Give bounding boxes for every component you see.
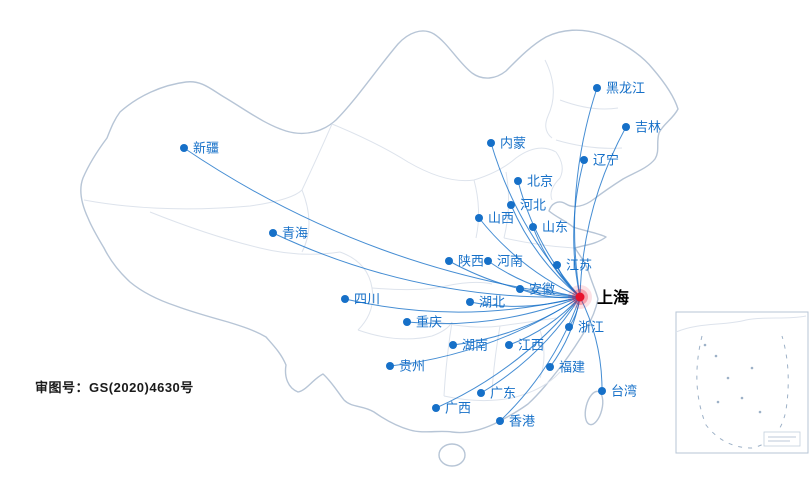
- flight-line: [579, 126, 627, 298]
- flight-line: [574, 87, 598, 298]
- shanghai-dot: [575, 292, 585, 302]
- province-label: 湖南: [462, 338, 488, 353]
- province-label: 青海: [282, 226, 308, 241]
- province-label: 吉林: [635, 120, 661, 135]
- province-dot: [553, 261, 561, 269]
- mainland-shape: [80, 29, 679, 434]
- province-label: 浙江: [578, 320, 604, 335]
- province-dot: [432, 404, 440, 412]
- province-label: 台湾: [611, 384, 637, 399]
- flight-line: [389, 296, 581, 367]
- province-dot: [487, 139, 495, 147]
- flight-line: [480, 296, 581, 394]
- province-dot: [445, 257, 453, 265]
- map-audit-number: 审图号：GS(2020)4630号: [35, 380, 194, 395]
- inset-frame: [675, 311, 809, 454]
- province-dot: [565, 323, 573, 331]
- province-labels: 黑龙江吉林辽宁 内蒙北京河北山西山东 新疆青海陕西河南 江苏安徽四川 湖北重庆 浙江湖南 江…: [193, 81, 661, 429]
- flight-line: [435, 296, 581, 409]
- province-dot: [484, 257, 492, 265]
- province-dot: [496, 417, 504, 425]
- province-label: 广西: [445, 401, 471, 416]
- province-dot: [475, 214, 483, 222]
- flight-line: [510, 204, 581, 298]
- china-outline: [80, 29, 679, 467]
- province-label: 河北: [520, 198, 546, 213]
- province-label: 香港: [509, 414, 535, 429]
- province-label: 安徽: [529, 282, 555, 297]
- province-dot: [516, 285, 524, 293]
- province-dot: [514, 177, 522, 185]
- province-dot: [466, 298, 474, 306]
- province-label: 山西: [488, 211, 514, 226]
- shanghai-marker: 上海: [568, 285, 629, 309]
- flight-line: [508, 296, 581, 346]
- flight-line: [478, 217, 581, 298]
- nine-dash-line: [696, 335, 789, 449]
- province-label: 内蒙: [500, 136, 526, 151]
- taiwan-island: [584, 390, 604, 426]
- flight-line: [406, 296, 581, 325]
- province-label: 辽宁: [593, 153, 619, 168]
- flight-line: [517, 180, 581, 298]
- province-label: 四川: [354, 292, 380, 307]
- province-dot: [580, 156, 588, 164]
- province-dot: [507, 201, 515, 209]
- flight-line: [579, 296, 603, 392]
- province-dot: [598, 387, 606, 395]
- province-label: 湖北: [479, 295, 505, 310]
- province-dot: [529, 223, 537, 231]
- province-dot: [622, 123, 630, 131]
- flight-lines: [183, 87, 627, 422]
- flight-line: [519, 288, 581, 299]
- province-label: 北京: [527, 174, 553, 189]
- province-label: 新疆: [193, 141, 219, 156]
- province-dots: [180, 84, 630, 425]
- province-dot: [546, 363, 554, 371]
- province-dot: [386, 362, 394, 370]
- province-dot: [403, 318, 411, 326]
- province-dot: [505, 341, 513, 349]
- hainan-island: [438, 443, 466, 467]
- province-dot: [269, 229, 277, 237]
- province-label: 江西: [518, 338, 544, 353]
- province-label: 福建: [559, 360, 585, 375]
- flight-line: [469, 296, 581, 307]
- province-label: 贵州: [399, 359, 425, 374]
- flight-line: [573, 159, 585, 298]
- flight-line: [549, 296, 581, 368]
- flight-line: [487, 260, 581, 298]
- province-label: 黑龙江: [606, 81, 645, 96]
- shanghai-label: 上海: [597, 288, 629, 307]
- inset-scale: [763, 431, 801, 447]
- south-china-sea-inset: [675, 311, 809, 454]
- province-label: 陕西: [458, 254, 484, 269]
- province-dot: [341, 295, 349, 303]
- province-label: 江苏: [566, 258, 592, 273]
- province-label: 重庆: [416, 315, 442, 330]
- flight-line: [448, 260, 581, 298]
- province-label: 山东: [542, 220, 568, 235]
- flight-line: [272, 232, 581, 298]
- province-dot: [593, 84, 601, 92]
- province-dot: [449, 341, 457, 349]
- flight-line: [499, 296, 581, 422]
- province-dot: [477, 389, 485, 397]
- province-label: 河南: [497, 254, 523, 269]
- province-dot: [180, 144, 188, 152]
- province-label: 广东: [490, 386, 516, 401]
